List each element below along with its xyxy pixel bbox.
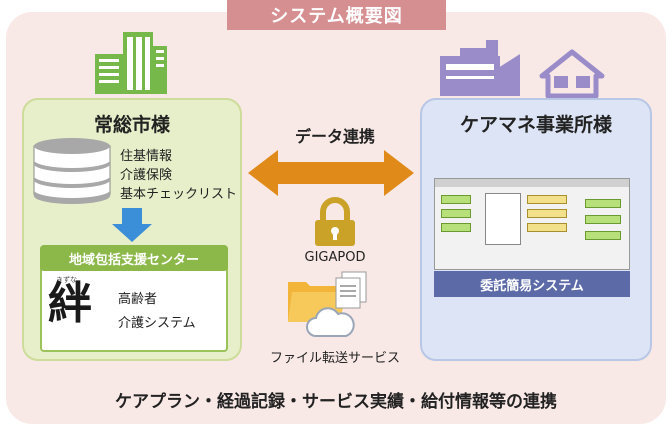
- gigapod-label: GIGAPOD: [304, 250, 366, 265]
- db-item-insurance: 介護保険: [120, 168, 173, 183]
- data-link-label: データ連携: [294, 127, 375, 146]
- screen-button: [585, 215, 621, 224]
- screen-button: [527, 195, 567, 204]
- file-transfer-label: ファイル転送サービス: [269, 351, 400, 366]
- city-heading: 常総市様: [93, 114, 170, 136]
- screen-button: [585, 199, 621, 208]
- screen-button: [585, 231, 621, 240]
- document-icon: [335, 271, 367, 309]
- system-name-caption: 委託簡易システム: [434, 271, 630, 297]
- screen-list: [485, 193, 521, 245]
- screen-button: [441, 223, 471, 232]
- db-item-checklist: 基本チェックリスト: [120, 187, 238, 202]
- cloud-icon: [306, 307, 355, 337]
- care-system-label: 介護システム: [118, 316, 196, 331]
- system-screenshot: [434, 178, 630, 270]
- screen-titlebar: [435, 179, 629, 187]
- data-link-double-arrow: [248, 150, 414, 196]
- screen-button: [527, 223, 567, 232]
- screen-button: [441, 209, 471, 218]
- support-center-header: 地域包括支援センター: [40, 245, 228, 271]
- screen-button: [527, 209, 567, 218]
- footer-description: ケアプラン・経過記録・サービス実績・給付情報等の連携: [115, 392, 557, 412]
- office-building-icon: [95, 32, 167, 94]
- down-arrow-icon: [112, 208, 152, 242]
- database-icon: [33, 138, 111, 204]
- care-office-building-icon: [440, 40, 520, 96]
- house-icon: [539, 49, 605, 99]
- db-item-resident: 住基情報: [120, 149, 173, 164]
- kizuna-logo: 絆: [48, 278, 92, 329]
- diagram-title: システム概要図: [227, 0, 446, 30]
- care-office-heading: ケアマネ事業所様: [459, 114, 612, 136]
- kizuna-logo-furigana: きずな: [56, 276, 77, 284]
- support-center-box: [40, 260, 228, 352]
- screen-button: [441, 195, 471, 204]
- lock-icon: [315, 197, 355, 246]
- elderly-label: 高齢者: [118, 292, 158, 307]
